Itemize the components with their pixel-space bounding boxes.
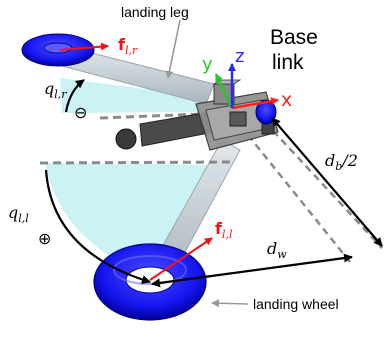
dim-label-dw: dw bbox=[267, 239, 287, 261]
landing-leg-pointer bbox=[165, 19, 181, 79]
angle-plane-left bbox=[45, 163, 232, 276]
landing-leg-label: landing leg bbox=[121, 4, 189, 20]
minus-sign: ⊖ bbox=[74, 103, 87, 122]
ref-line-left-leg bbox=[39, 160, 233, 165]
angle-label-left: ql,l bbox=[8, 203, 29, 225]
base-link-label: Base link bbox=[270, 26, 324, 74]
base-frame-axes: x y z bbox=[202, 46, 292, 111]
angle-arc-right bbox=[64, 79, 85, 113]
axis-x-label: x bbox=[281, 89, 292, 111]
wheel-upper-left bbox=[21, 33, 95, 67]
angle-plane-right bbox=[60, 78, 200, 113]
landing-wheel-pointer bbox=[211, 299, 249, 308]
landing-wheel-label: landing wheel bbox=[253, 296, 339, 312]
force-arrow-right bbox=[59, 42, 109, 51]
dim-label-db2: db/2 bbox=[325, 151, 358, 173]
dim-arrow-db2 bbox=[271, 117, 383, 247]
axis-y-arrow bbox=[214, 73, 234, 109]
plus-sign: ⊕ bbox=[38, 229, 51, 248]
axis-x-arrow bbox=[231, 97, 279, 110]
angle-label-right: ql,r bbox=[44, 79, 67, 101]
dim-arrow-dw bbox=[151, 253, 353, 288]
force-label-right: fl,r bbox=[118, 35, 138, 57]
axis-z-label: z bbox=[235, 46, 244, 67]
force-label-left: fl,l bbox=[215, 219, 233, 241]
wheel-right-small bbox=[255, 99, 277, 125]
angle-arc-left bbox=[44, 169, 151, 284]
axis-y-label: y bbox=[202, 54, 213, 75]
